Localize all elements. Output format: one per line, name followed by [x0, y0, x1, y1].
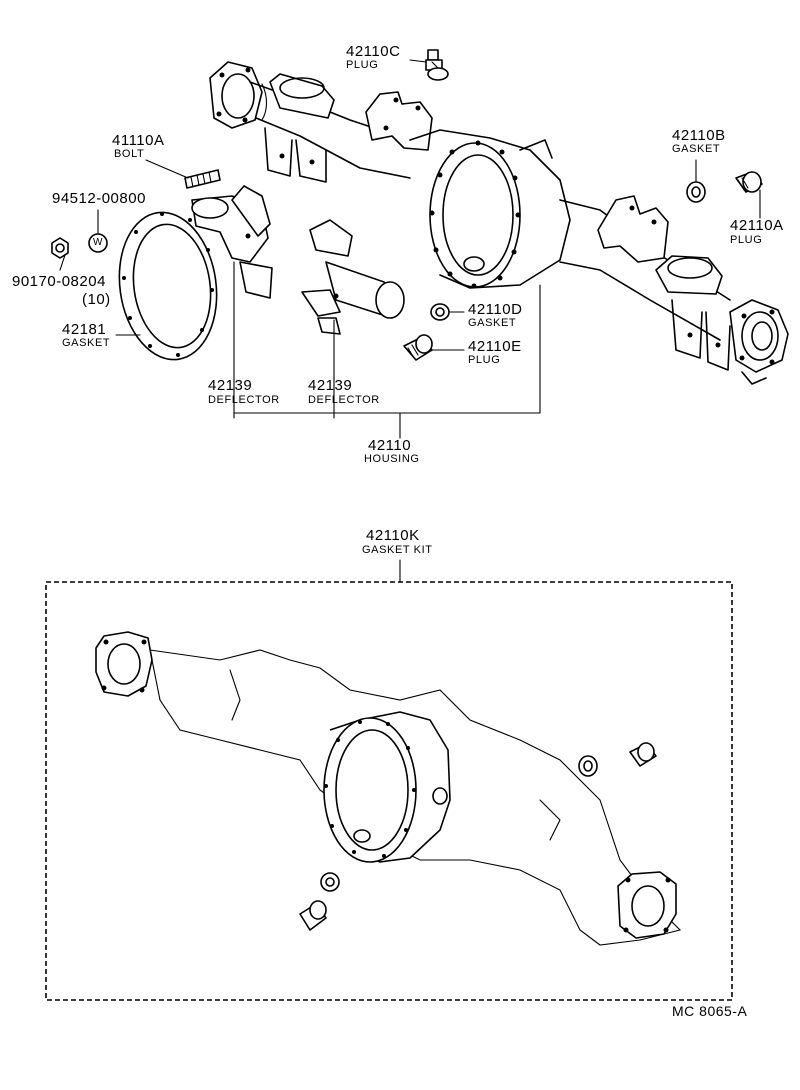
kit-plug-icon [299, 742, 657, 931]
part-name-42110k: GASKET KIT [362, 544, 433, 556]
part-number-42110: 42110 [368, 437, 412, 454]
gasket-42110d-icon [430, 303, 450, 321]
part-number-42110a: 42110A [730, 217, 784, 234]
part-name-42110a: PLUG [730, 234, 763, 246]
part-name-42139-right: DEFLECTOR [308, 394, 380, 406]
deflector-left-icon [191, 185, 273, 299]
part-name-42181: GASKET [62, 337, 111, 349]
part-number-90170: 90170-08204 [12, 273, 106, 290]
cover-gasket-icon [118, 211, 218, 361]
part-qty-90170: (10) [82, 291, 111, 308]
axle-housing [209, 61, 789, 385]
diagram-reference: MC 8065-A [672, 1003, 748, 1019]
part-number-42139-left: 42139 [208, 377, 253, 394]
deflector-right-icon [301, 219, 405, 335]
kit-housing-outline [149, 649, 682, 946]
washer-mark: W [93, 237, 104, 248]
part-name-41110a: BOLT [114, 148, 145, 160]
plug-42110c-icon [425, 49, 449, 81]
part-name-42139-left: DEFLECTOR [208, 394, 280, 406]
gasket-kit-box [45, 559, 733, 1001]
gasket-42110b-icon [686, 181, 706, 203]
leader-lines [59, 59, 761, 439]
part-name-42110e: PLUG [468, 354, 501, 366]
part-number-42110d: 42110D [468, 301, 523, 318]
part-name-42110b: GASKET [672, 143, 721, 155]
kit-carrier-gasket-icon [323, 711, 451, 863]
stud-bolt-icon [184, 169, 221, 189]
part-name-42110c: PLUG [346, 59, 379, 71]
part-number-42110k: 42110K [366, 527, 420, 544]
kit-small-gasket-icon [320, 755, 598, 892]
part-name-42110: HOUSING [364, 453, 420, 465]
part-number-42110b: 42110B [672, 127, 726, 144]
part-number-42181: 42181 [62, 321, 107, 338]
plug-42110e-icon [403, 334, 433, 361]
part-number-42139-right: 42139 [308, 377, 353, 394]
plug-42110a-icon [735, 171, 763, 193]
part-number-42110c: 42110C [346, 43, 401, 60]
hex-nut-icon [51, 237, 69, 259]
part-number-41110a: 41110A [112, 132, 165, 149]
part-number-94512: 94512-00800 [52, 190, 146, 207]
part-name-42110d: GASKET [468, 317, 517, 329]
part-number-42110e: 42110E [468, 338, 522, 355]
kit-flange-gasket-left-icon [95, 631, 153, 697]
kit-flange-gasket-right-icon [617, 871, 677, 939]
